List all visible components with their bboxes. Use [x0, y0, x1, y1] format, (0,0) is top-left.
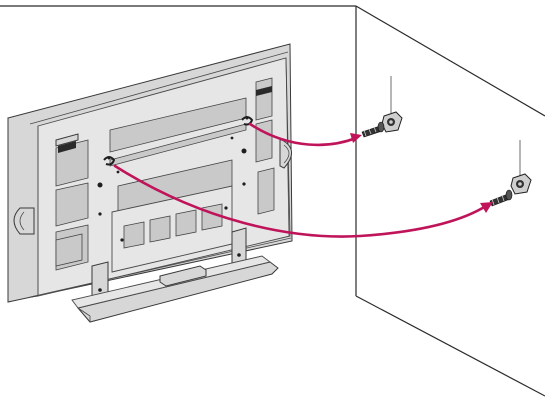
wall-bracket-lower	[490, 140, 531, 206]
tv-handle-left	[14, 208, 34, 234]
wall-screw-lower	[490, 190, 512, 206]
tv-set	[8, 44, 292, 322]
wall-screw-upper	[362, 122, 384, 137]
wall-bracket-upper	[362, 76, 402, 137]
